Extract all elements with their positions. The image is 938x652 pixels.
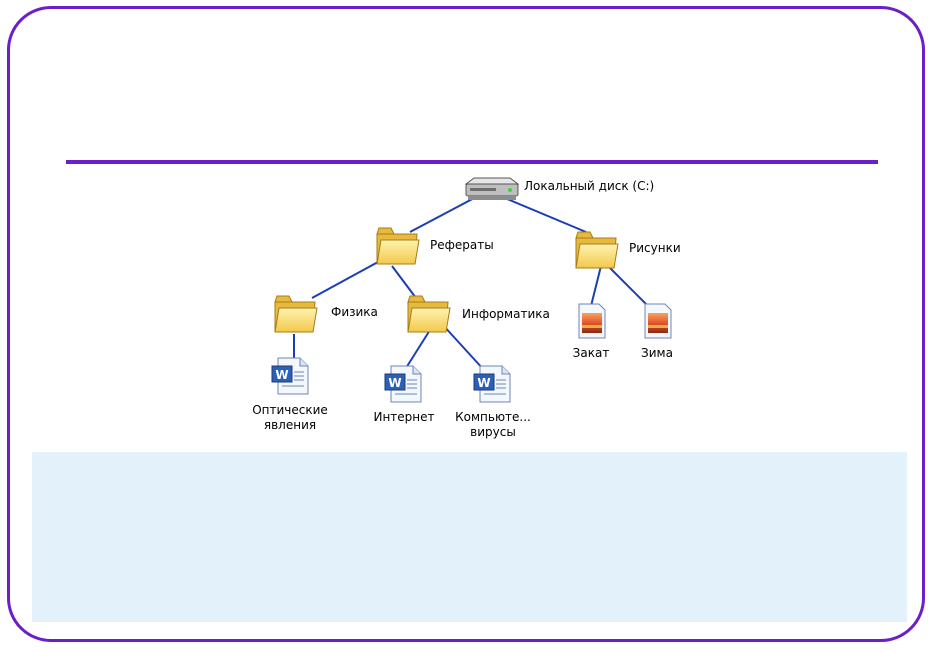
svg-text:W: W [477,376,490,390]
file-label-opticheskie: Оптические явления [252,403,328,433]
file-label-zakat: Закат [572,346,610,360]
title-underline [66,160,878,164]
folder-label-informatika: Информатика [462,307,550,321]
word-document-icon: W [473,365,511,403]
folder-icon [376,227,420,265]
file-label-zima: Зима [641,346,673,360]
edge-referaty-informatika [391,265,417,299]
edge-root-referaty [409,195,479,233]
bottom-band [32,452,907,622]
image-file-icon [578,303,606,339]
folder-label-fizika: Физика [331,305,378,319]
folder-label-risunki: Рисунки [629,241,681,255]
folder-icon [407,295,451,333]
hard-drive-icon [464,177,520,200]
file-label-line: вирусы [470,425,516,439]
file-label-line: явления [263,418,317,432]
svg-text:W: W [275,368,288,382]
edge-risunki-zima [607,265,649,307]
file-label-line: Оптические [252,403,328,417]
edge-referaty-fizika [311,261,379,299]
edge-risunki-zakat [590,265,602,307]
folder-icon [575,231,619,269]
folder-icon [274,295,318,333]
edge-root-risunki [499,195,587,233]
image-file-icon [644,303,672,339]
svg-text:W: W [388,376,401,390]
word-document-icon: W [384,365,422,403]
edge-informatika-virusy [441,323,485,371]
root-drive-label: Локальный диск (C:) [524,179,655,193]
edge-informatika-internet [405,329,431,369]
file-label-kompyuternye: Компьюте... вирусы [455,410,531,440]
folder-label-referaty: Рефераты [430,238,494,252]
file-label-internet: Интернет [373,410,435,424]
file-label-line: Компьюте... [455,410,531,424]
tree-connectors [293,195,649,371]
word-document-icon: W [271,357,309,395]
